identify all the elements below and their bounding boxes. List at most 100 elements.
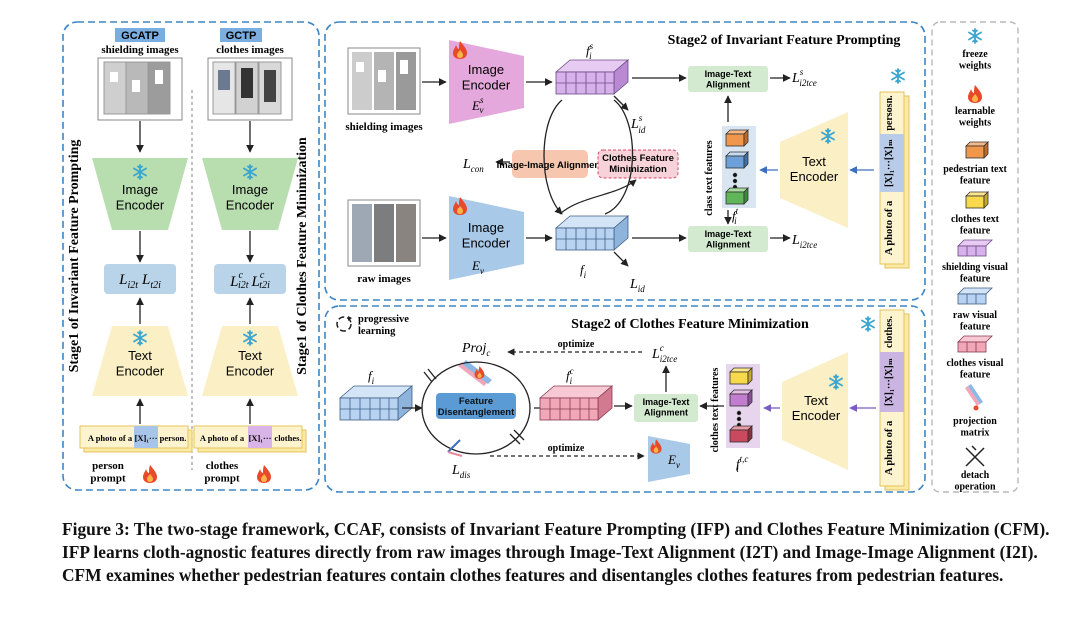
cfm2-fi: fi	[368, 368, 375, 386]
ifp2-prompt: A photo of a [X]₁···[X]ₘ persosn.	[879, 91, 910, 269]
gcatp-tag-bg	[115, 28, 165, 42]
stage2-cfm-panel	[324, 305, 926, 493]
ifp2-cfm-box	[597, 149, 679, 179]
flame-icon	[257, 465, 271, 483]
cfm2-text-encoder-label: Text	[804, 393, 828, 408]
cfm2-fi-cubes	[338, 385, 414, 421]
cfm2-ita-box	[634, 394, 698, 422]
ifp2-cfm-label: Clothes Feature	[602, 153, 674, 164]
cfm2-ita-label: Image-Text	[643, 397, 690, 407]
stage1-ifp-title: Stage1 of Invariant Feature Prompting	[67, 140, 82, 373]
svg-text:persosn.: persosn.	[884, 95, 895, 131]
ifp2-lid-bot: Lid	[629, 277, 645, 294]
ifp2-raw-images	[347, 199, 421, 267]
left-text-encoder	[92, 326, 188, 396]
legend-clothes-vis-cube	[957, 335, 993, 353]
legend-panel	[931, 21, 1019, 493]
ifp2-l-bot: Li2tce	[791, 233, 817, 250]
svg-text:[X]₁···: [X]₁···	[135, 433, 158, 443]
legend-ped-cube	[965, 141, 989, 159]
cfm2-proj: Projc	[461, 341, 490, 358]
ifp2-iia-label: Image-Image Alignment	[497, 160, 605, 171]
ifp2-ita-bot	[688, 226, 768, 252]
legend-flame-icon	[968, 85, 982, 103]
right-loss-box	[214, 264, 286, 294]
right-image-encoder	[202, 158, 298, 230]
svg-text:clothes.: clothes.	[884, 316, 895, 348]
clothes-prompt: A photo of a [X]₁··· clothes.	[193, 425, 307, 453]
legend-clothes-cube	[965, 191, 989, 209]
cfm2-text-encoder	[782, 352, 848, 470]
detach-arrow-icon	[447, 439, 463, 457]
freeze-icon	[861, 316, 875, 332]
ifp2-text-encoder-label: Text	[802, 154, 826, 169]
cfm2-ldis: Ldis	[451, 463, 471, 480]
stage1-panel	[62, 21, 320, 491]
ifp2-image-encoder-bot	[449, 196, 524, 280]
svg-text:A photo of a: A photo of a	[88, 433, 133, 443]
ifp2-curve-right	[604, 99, 634, 215]
svg-text:A photo of a: A photo of a	[884, 420, 895, 475]
flame-icon	[143, 465, 157, 483]
svg-text:[X]₁···[X]ₘ: [X]₁···[X]ₘ	[884, 358, 895, 406]
ifp2-class-text-label: class text features	[704, 140, 715, 215]
shield-feature-cubes	[554, 59, 630, 95]
ifp2-f-bot: fi	[580, 262, 587, 280]
svg-text:clothes.: clothes.	[274, 433, 301, 443]
svg-text:A photo of a: A photo of a	[200, 433, 245, 443]
cfm2-title: Stage2 of Clothes Feature Minimization	[571, 317, 809, 332]
left-loss-box	[104, 264, 176, 294]
figure-caption: Figure 3: The two-stage framework, CCAF,…	[62, 519, 1050, 585]
ifp2-class-text-features	[722, 126, 756, 208]
ifp2-ita-bot-label: Image-Text	[705, 229, 752, 239]
projection-matrix-icon	[458, 360, 492, 386]
legend-freeze-icon	[968, 28, 982, 44]
cfm2-clothes-text-label: clothes text features	[710, 368, 721, 453]
cfm2-fic-cubes	[538, 385, 614, 421]
ifp2-lcon: Lcon	[462, 157, 484, 174]
feature-disentanglement-label: Feature	[459, 396, 493, 407]
ifp2-title: Stage2 of Invariant Feature Prompting	[668, 33, 901, 48]
ifp2-ita-top-label: Image-Text	[705, 69, 752, 79]
svg-text:[X]₁···: [X]₁···	[249, 433, 272, 443]
ifp2-raw-label: raw images	[357, 273, 411, 285]
ifp2-curve-left	[543, 99, 563, 215]
svg-text:A photo of a: A photo of a	[884, 200, 895, 255]
ifp2-curve-cfm	[559, 179, 637, 215]
right-text-encoder	[202, 326, 298, 396]
cfm2-ev: Ev	[667, 452, 680, 470]
cfm2-clothes-text-features	[726, 364, 760, 448]
legend-shield-cube	[957, 239, 993, 257]
ifp2-shielding-images	[347, 47, 421, 115]
legend-raw-cube	[957, 287, 993, 305]
ifp2-ita-top	[688, 66, 768, 92]
shielding-images-stack	[97, 57, 183, 121]
left-image-encoder	[92, 158, 188, 230]
